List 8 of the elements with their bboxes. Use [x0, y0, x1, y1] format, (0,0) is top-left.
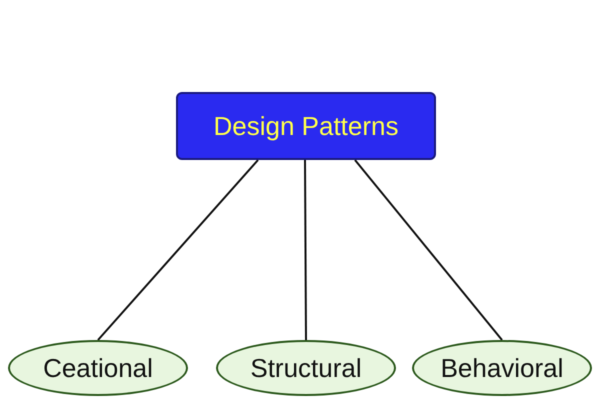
node-label: Behavioral [440, 352, 564, 384]
node-label: Structural [250, 352, 362, 384]
node-label: Ceational [43, 352, 153, 384]
connector-line [97, 159, 259, 341]
connector-line [304, 160, 307, 340]
root-box [176, 92, 436, 160]
connector-line [354, 159, 503, 341]
node-label: Design Patterns [214, 110, 398, 142]
